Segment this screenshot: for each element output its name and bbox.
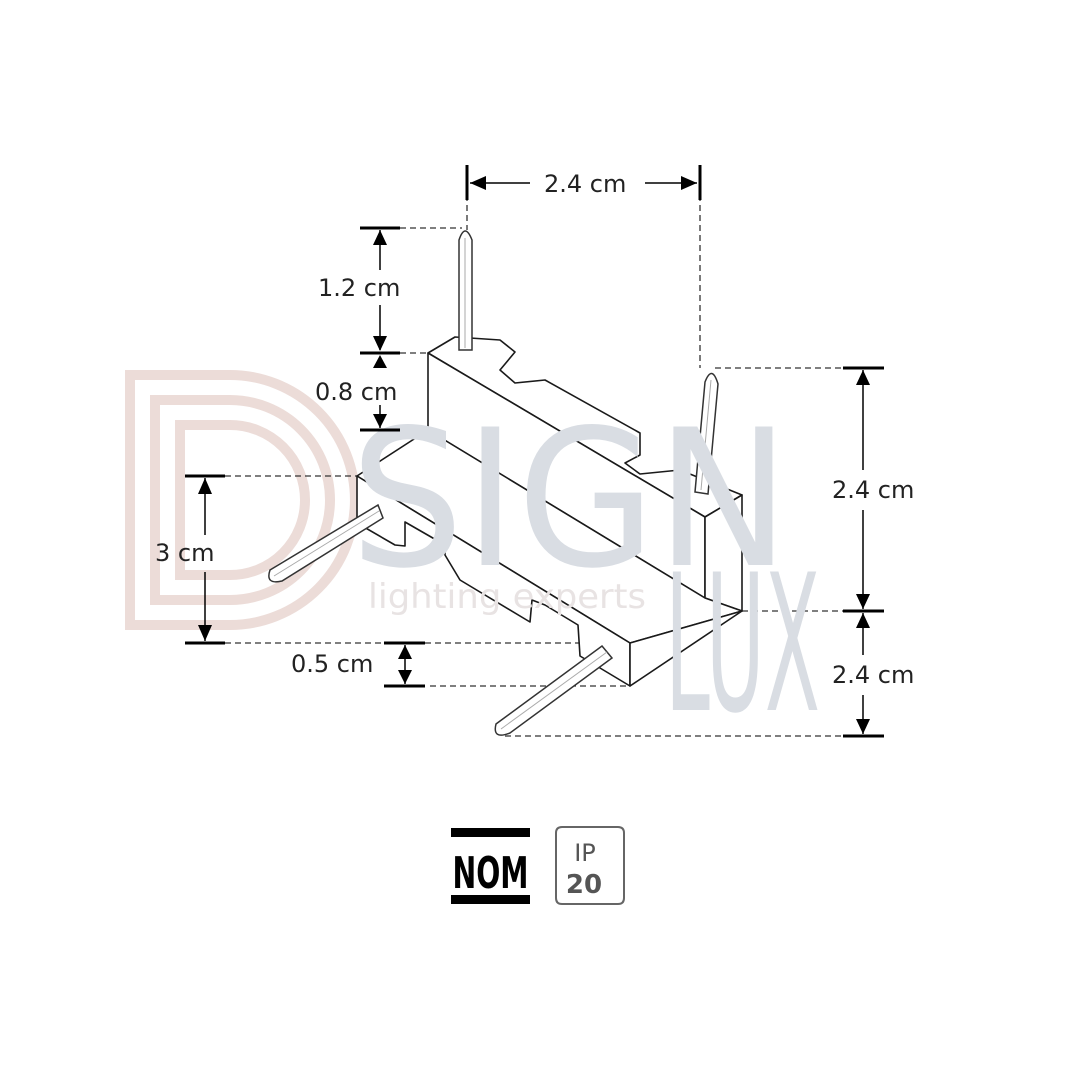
watermark-brand-bottom: LUX: [665, 534, 820, 755]
pin-top-right: [694, 372, 719, 495]
dim-right-upper: 2.4 cm: [832, 476, 914, 504]
dim-step-offset: 0.5 cm: [291, 650, 373, 678]
watermark-brand-top: SIGN: [350, 389, 790, 610]
pin-left: [268, 503, 384, 583]
pins: [268, 230, 719, 736]
dim-pin-spacing: 2.4 cm: [544, 170, 626, 198]
dimension-markers: [185, 165, 884, 738]
connector-body: [356, 336, 743, 687]
watermark: SIGN LUX lighting experts: [350, 389, 820, 755]
dim-upper-block-height: 0.8 cm: [315, 378, 397, 406]
ip-label: IP: [574, 839, 596, 867]
nom-label: NOM: [453, 848, 529, 899]
dim-lower-block-height: 3 cm: [155, 539, 214, 567]
ip-value: 20: [566, 870, 602, 900]
watermark-tagline: lighting experts: [368, 577, 646, 617]
dim-pin-height: 1.2 cm: [318, 274, 400, 302]
ip-rating-badge: IP 20: [555, 826, 625, 905]
pin-bottom: [494, 644, 614, 736]
dim-right-lower: 2.4 cm: [832, 661, 914, 689]
watermark-logo-icon: [125, 370, 360, 630]
pin-top-left: [458, 230, 473, 351]
nom-certification-badge: NOM: [451, 828, 530, 904]
